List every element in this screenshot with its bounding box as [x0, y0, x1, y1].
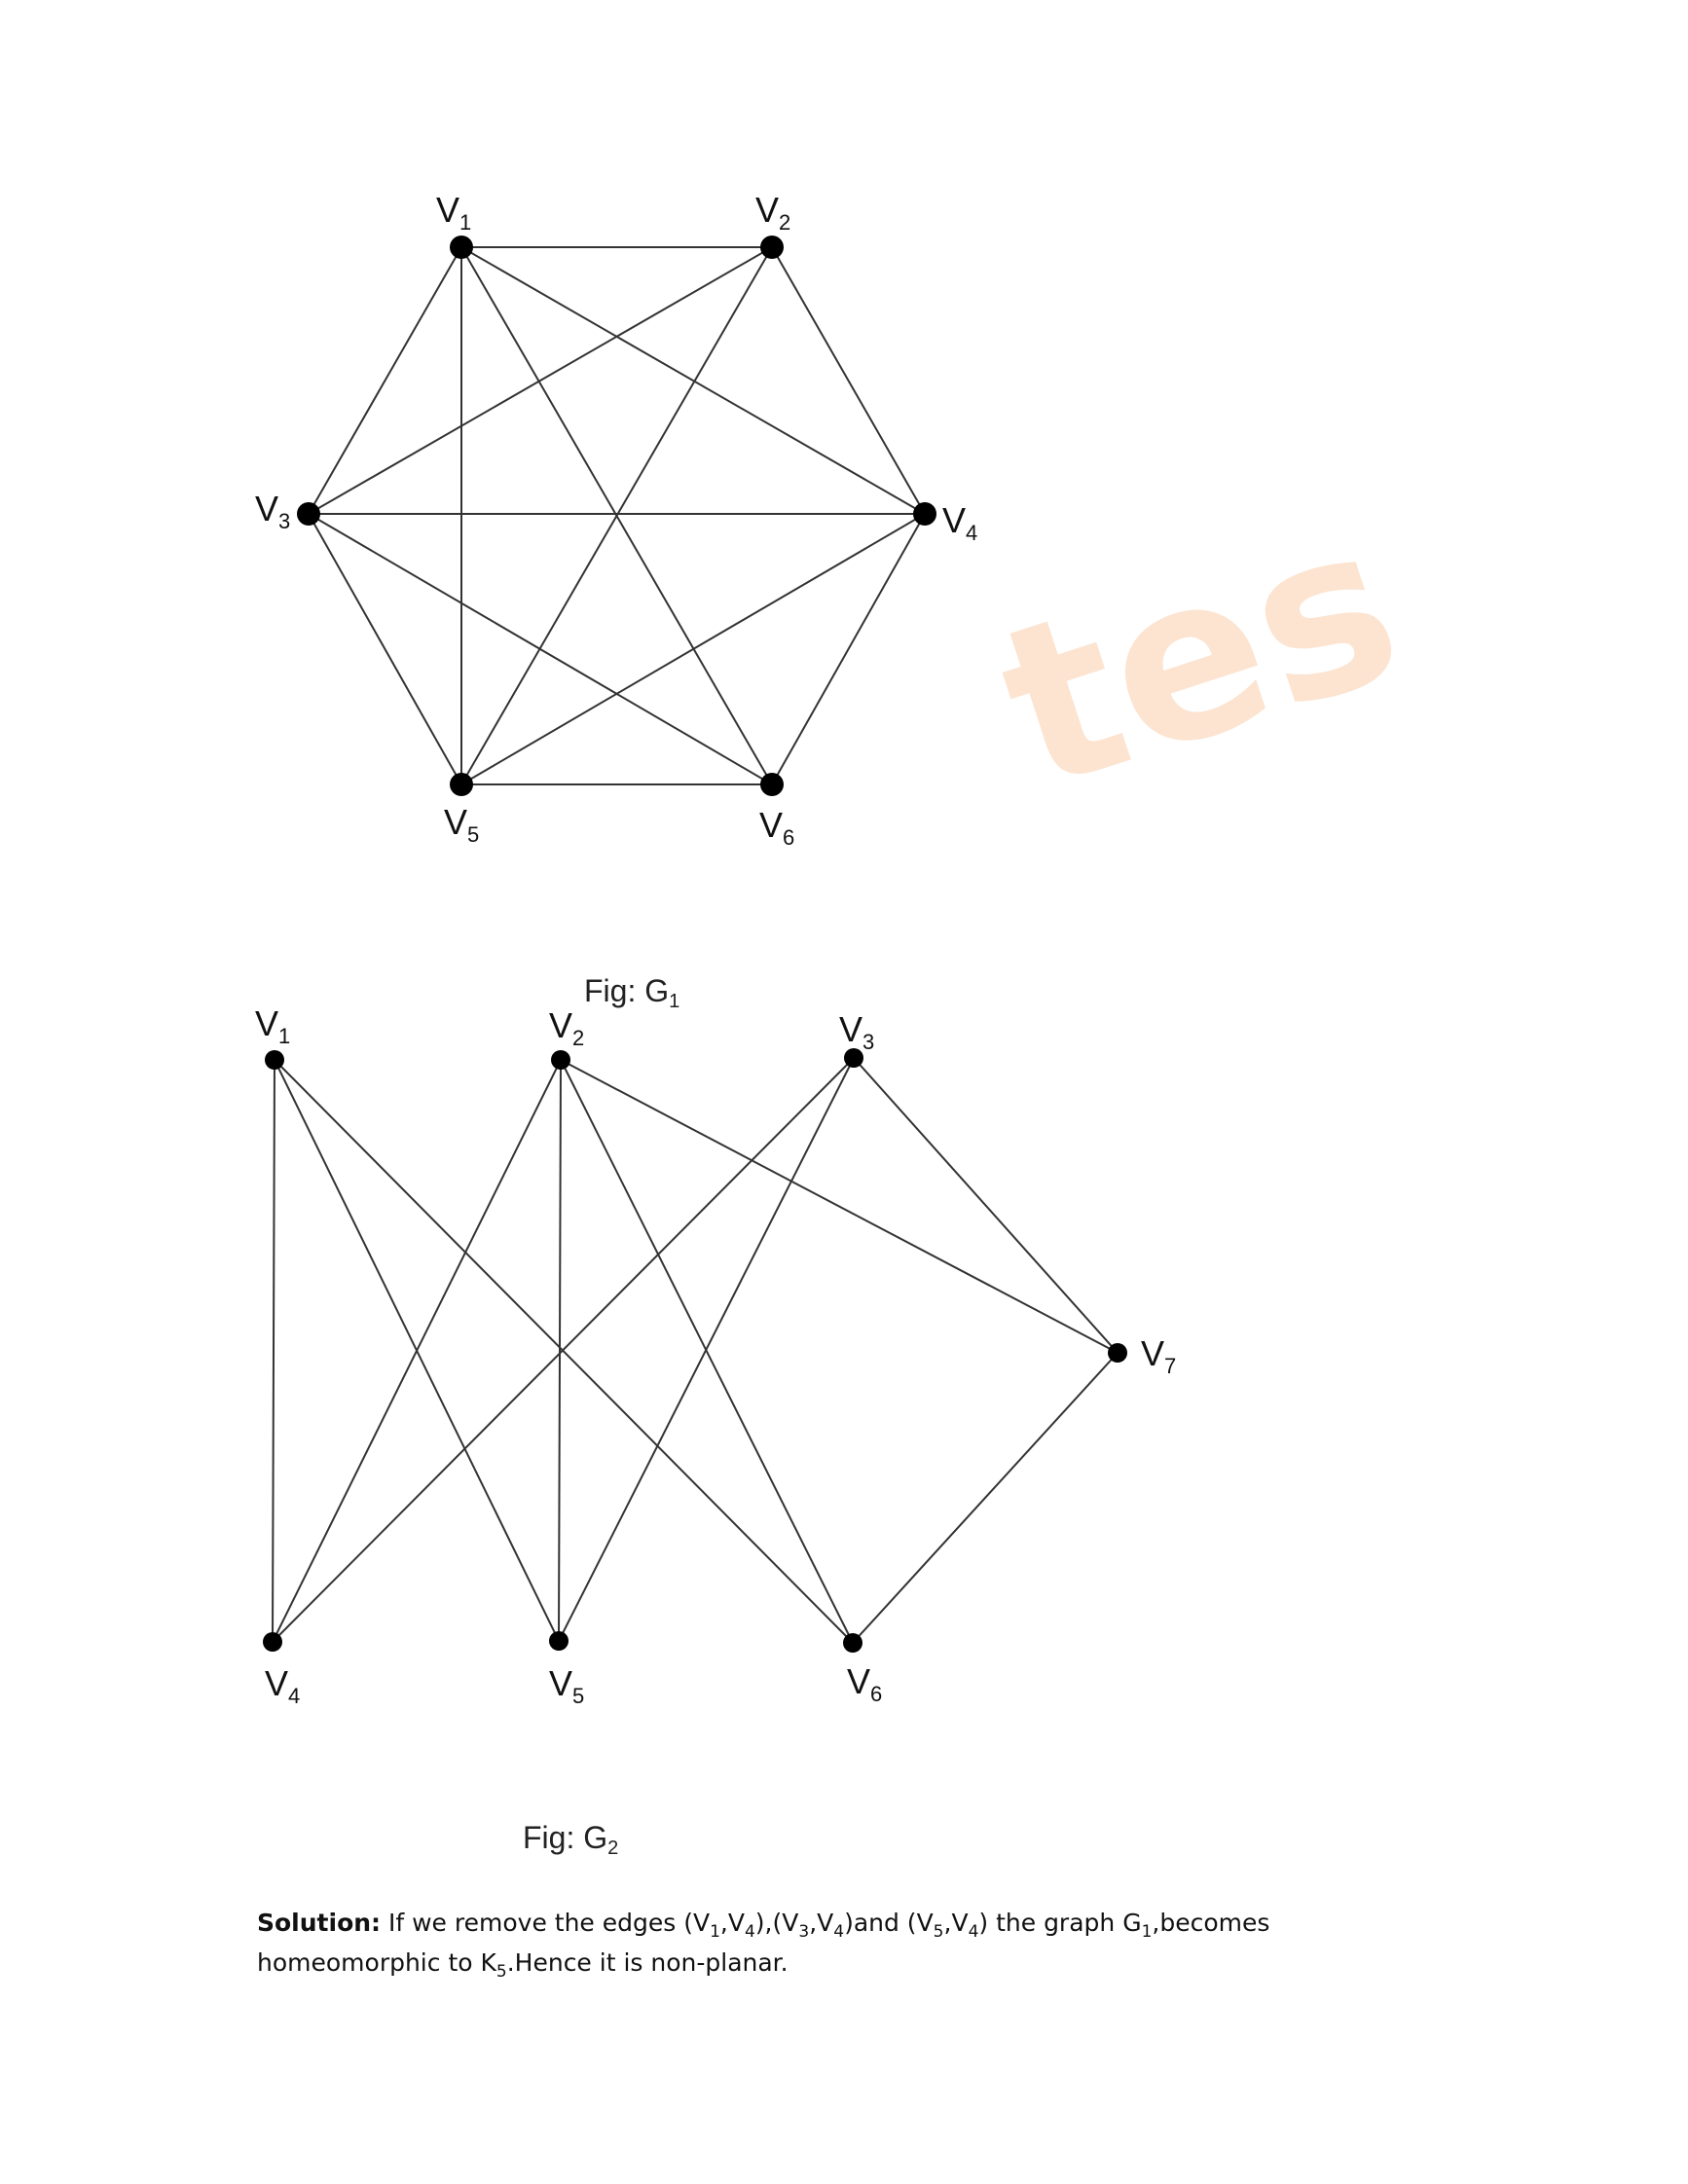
- g2-vertex-v3: [844, 1048, 863, 1068]
- g2-vertex-label-v5: V5: [549, 1663, 584, 1708]
- solution-text: If we remove the edges (V: [381, 1909, 711, 1937]
- solution-text-segment: ,V: [809, 1909, 834, 1937]
- g2-vertex-v7: [1108, 1343, 1127, 1363]
- g1-vertex-v4: [913, 502, 936, 526]
- g2-vertex-v4: [263, 1632, 282, 1652]
- g1-vertex-v1: [450, 236, 473, 259]
- solution-paragraph: Solution: If we remove the edges (V1,V4)…: [257, 1908, 1425, 1987]
- g2-edge-v2-v7: [560, 1059, 1119, 1354]
- g1-vertex-v2: [760, 236, 784, 259]
- g2-vertex-label-v4: V4: [265, 1663, 300, 1708]
- g1-edge-v4-v6: [771, 513, 926, 785]
- g2-edge-v1-v6: [274, 1059, 854, 1644]
- g2-edge-v1-v4: [272, 1059, 275, 1643]
- g1-vertex-label-v6: V6: [759, 805, 794, 850]
- g2-vertex-label-v7: V7: [1141, 1333, 1176, 1378]
- graph-g1-nodes: [297, 236, 936, 796]
- g2-vertex-label-v3: V3: [839, 1009, 874, 1054]
- g1-edge-v1-v4: [460, 246, 926, 515]
- caption-g2: Fig: G2: [523, 1820, 619, 1859]
- solution-text-segment: .Hence it is non-planar.: [506, 1948, 789, 1977]
- g1-vertex-label-v4: V4: [942, 500, 977, 545]
- g1-vertex-label-v2: V2: [755, 190, 790, 235]
- solution-subscript: 4: [968, 1922, 979, 1942]
- graph-g2-edges: [272, 1057, 1119, 1644]
- g2-edge-v6-v7: [852, 1352, 1119, 1644]
- g1-edge-v1-v3: [308, 246, 462, 515]
- g1-edge-v3-v5: [308, 513, 462, 785]
- g2-edge-v3-v7: [853, 1057, 1119, 1354]
- solution-subscript: 1: [710, 1922, 720, 1942]
- solution-text-segment: ) the graph G: [978, 1909, 1142, 1937]
- g1-vertex-v3: [297, 502, 320, 526]
- graph-g1-edges: [308, 246, 926, 785]
- solution-subscript: 5: [933, 1922, 944, 1942]
- g1-edge-v2-v5: [460, 246, 773, 785]
- g2-vertex-v1: [265, 1050, 284, 1070]
- g2-vertex-v2: [551, 1050, 570, 1070]
- solution-text-rest: 1,V4),(V3,V4)and (V5,V4) the graph G1,be…: [257, 1909, 1270, 1982]
- caption-g1: Fig: G1: [584, 973, 680, 1012]
- g2-vertex-v5: [549, 1631, 569, 1651]
- graph-g2-nodes: [263, 1048, 1127, 1653]
- g1-vertex-v6: [760, 773, 784, 796]
- g1-edge-v3-v6: [308, 513, 773, 785]
- g2-edge-v2-v6: [560, 1059, 854, 1644]
- solution-text-segment: ,V: [943, 1909, 969, 1937]
- g2-edge-v3-v5: [558, 1057, 855, 1642]
- g2-vertex-v6: [843, 1633, 862, 1653]
- solution-text-segment: ,V: [719, 1909, 745, 1937]
- g2-vertex-label-v1: V1: [255, 1003, 290, 1048]
- solution-label: Solution:: [257, 1909, 382, 1937]
- g1-vertex-label-v5: V5: [444, 802, 479, 847]
- g1-vertex-label-v1: V1: [436, 190, 471, 235]
- g2-vertex-label-v6: V6: [847, 1661, 882, 1706]
- solution-subscript: 5: [495, 1962, 507, 1982]
- g1-vertex-v5: [450, 773, 473, 796]
- solution-text-segment: )and (V: [844, 1909, 934, 1937]
- g1-vertex-label-v3: V3: [255, 489, 290, 533]
- solution-subscript: 3: [798, 1922, 810, 1942]
- g2-vertex-label-v2: V2: [549, 1005, 584, 1050]
- g2-edge-v2-v4: [272, 1059, 562, 1643]
- solution-text-segment: ,becomes homeomorphic to K: [257, 1909, 1270, 1977]
- solution-subscript: 4: [744, 1922, 755, 1942]
- solution-text-segment: ),(V: [754, 1909, 799, 1937]
- g1-edge-v2-v4: [771, 246, 926, 515]
- solution-subscript: 4: [833, 1922, 845, 1942]
- g1-edge-v2-v3: [308, 246, 773, 515]
- g1-edge-v4-v5: [460, 513, 926, 785]
- g2-edge-v3-v4: [272, 1057, 855, 1643]
- g2-edge-v2-v5: [558, 1059, 562, 1642]
- solution-subscript: 1: [1141, 1922, 1153, 1942]
